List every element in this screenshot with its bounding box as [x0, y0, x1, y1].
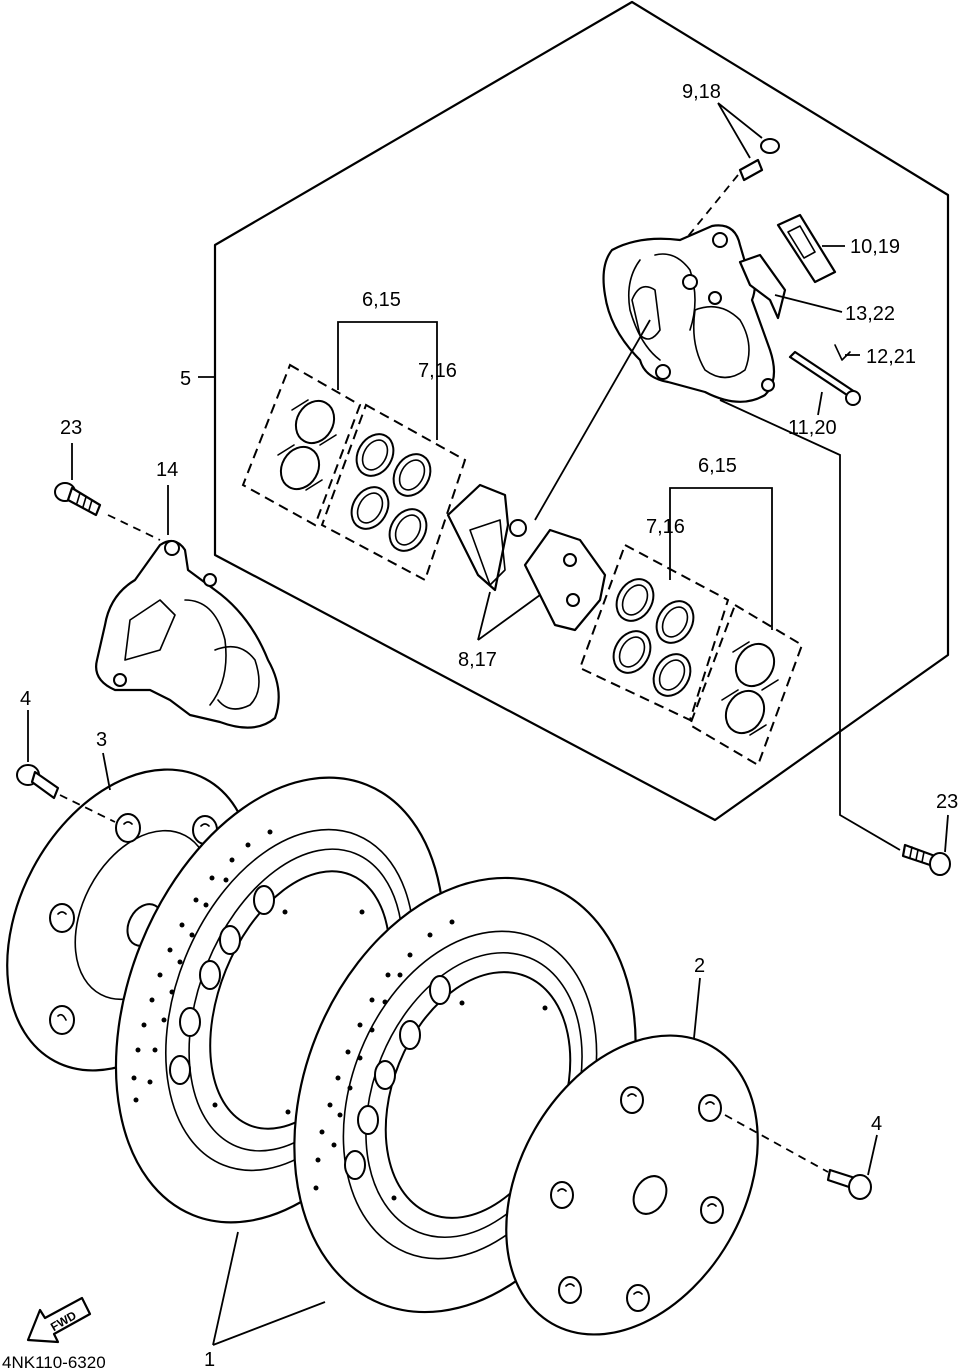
- callout-4-left: 4: [20, 688, 31, 710]
- drawing-code: 4NK110-6320: [2, 1353, 106, 1371]
- leader-23-right: [944, 814, 949, 853]
- brake-pad-left: [446, 483, 527, 592]
- leader-3: [102, 752, 111, 791]
- leader-1: [212, 1231, 326, 1346]
- leader-11-20: [817, 391, 823, 416]
- forward-arrow-icon: FWD: [26, 1296, 92, 1344]
- callout-6-15-top: 6,15: [362, 289, 401, 311]
- caliper-left: [95, 539, 280, 729]
- callout-23-right: 23: [936, 791, 958, 813]
- pad-clip: [776, 213, 837, 284]
- callout-4-right: 4: [871, 1113, 882, 1135]
- callout-14: 14: [156, 459, 178, 481]
- leader-6-15-top: [337, 321, 438, 440]
- caliper-right: [602, 224, 776, 403]
- seal-group-right-box: [578, 543, 730, 722]
- piston-group-right-box: [688, 603, 804, 767]
- callout-3: 3: [96, 729, 107, 751]
- dleader-4-right: [724, 1114, 829, 1173]
- leader-pads-to-caliper: [534, 319, 651, 521]
- leader-6-15-right: [669, 487, 773, 630]
- dleader-4-left: [59, 794, 116, 823]
- callout-10-19: 10,19: [850, 236, 900, 258]
- pistons-right: [721, 641, 779, 736]
- callout-2: 2: [694, 955, 705, 977]
- callout-8-17: 8,17: [458, 649, 497, 671]
- bolt-4-left: [16, 764, 60, 800]
- leader-13-22: [774, 294, 843, 313]
- seal-group-top-box: [320, 403, 467, 582]
- callout-13-22: 13,22: [845, 303, 895, 325]
- bolt-23-left: [54, 482, 102, 517]
- brake-pad-right: [523, 528, 607, 632]
- dleader-23-left: [107, 514, 161, 541]
- caliper-assembly-boundary: [213, 0, 950, 822]
- bolt-23-right: [901, 843, 951, 876]
- pad-spring: [738, 253, 787, 320]
- leader-assembly-right: [719, 399, 901, 851]
- pad-pin: [788, 350, 857, 399]
- leader-8-17: [477, 591, 541, 641]
- seals-right: [612, 578, 695, 697]
- retaining-clip: [834, 344, 851, 361]
- leader-4-right: [867, 1134, 878, 1176]
- callout-5: 5: [180, 368, 191, 390]
- bleed-screw: [738, 138, 780, 182]
- callout-6-15-right: 6,15: [698, 455, 737, 477]
- callout-23-left: 23: [60, 417, 82, 439]
- callout-7-16-right: 7,16: [646, 516, 685, 538]
- seals-top: [350, 433, 432, 552]
- bolt-4-right: [826, 1168, 872, 1200]
- leader-2: [693, 977, 701, 1039]
- callout-12-21: 12,21: [866, 346, 916, 368]
- callout-9-18: 9,18: [682, 81, 721, 103]
- callout-11-20: 11,20: [788, 417, 837, 439]
- hub-plate-2: [505, 1034, 759, 1336]
- callout-1: 1: [204, 1349, 215, 1371]
- pistons-top: [277, 399, 337, 491]
- callout-7-16-top: 7,16: [418, 360, 457, 382]
- piston-group-top-box: [241, 363, 362, 527]
- leader-9-18: [717, 102, 763, 159]
